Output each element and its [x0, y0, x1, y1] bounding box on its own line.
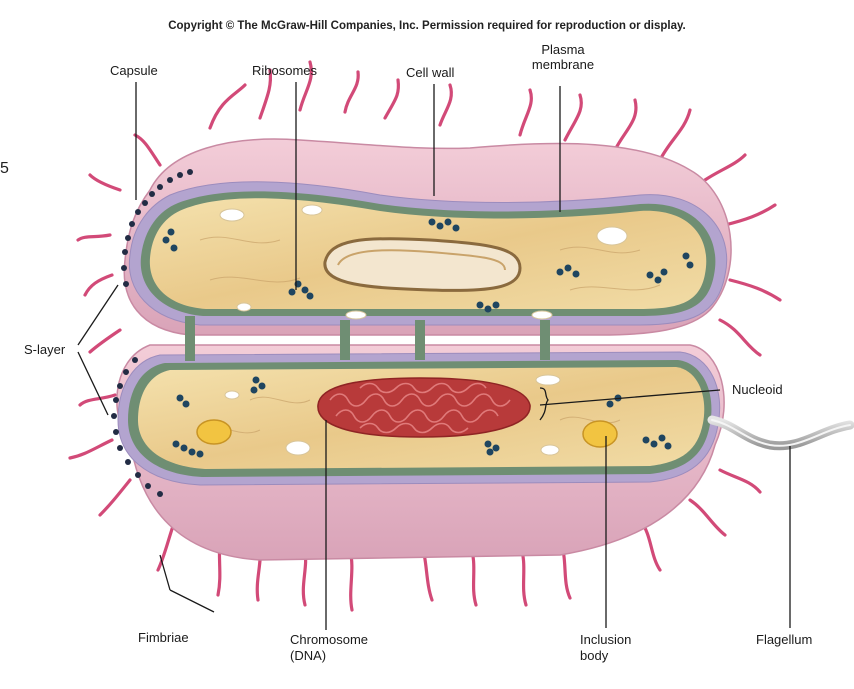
label-cell-wall: Cell wall — [406, 65, 455, 80]
inclusion-body-right — [582, 420, 618, 448]
label-chromosome-line2: (DNA) — [290, 648, 327, 663]
label-capsule: Capsule — [110, 63, 158, 78]
label-nucleoid: Nucleoid — [732, 382, 783, 397]
label-fimbriae: Fimbriae — [138, 630, 189, 645]
label-plasma-membrane-line1: Plasma — [541, 42, 585, 57]
flagellum-highlight — [711, 419, 851, 447]
leader-lines — [77, 82, 791, 630]
label-plasma-membrane-line2: membrane — [531, 57, 595, 72]
label-inclusion-line2: body — [580, 648, 609, 663]
label-flagellum: Flagellum — [756, 632, 813, 647]
edge-fragment-text: 5 — [0, 160, 9, 177]
cytoplasm-texture — [199, 236, 661, 434]
ribosome-clusters — [162, 218, 694, 458]
septum-connectors — [185, 316, 550, 361]
nucleoid-chromosome — [317, 377, 531, 438]
s-layer-dots — [111, 169, 193, 497]
flagellum — [707, 415, 854, 451]
fimbriae-group — [68, 60, 782, 612]
copyright-notice: Copyright © The McGraw-Hill Companies, I… — [168, 20, 686, 32]
upper-inclusion-shading — [337, 249, 506, 271]
granules-lower — [224, 374, 561, 456]
inclusion-body-left — [196, 419, 232, 445]
upper-inclusion-body — [323, 237, 522, 292]
label-ribosomes: Ribosomes — [252, 63, 318, 78]
label-chromosome-line1: Chromosome — [290, 632, 369, 647]
granules-upper — [219, 204, 628, 320]
label-s-layer: S-layer — [24, 342, 66, 357]
label-inclusion-line1: Inclusion — [580, 632, 632, 647]
